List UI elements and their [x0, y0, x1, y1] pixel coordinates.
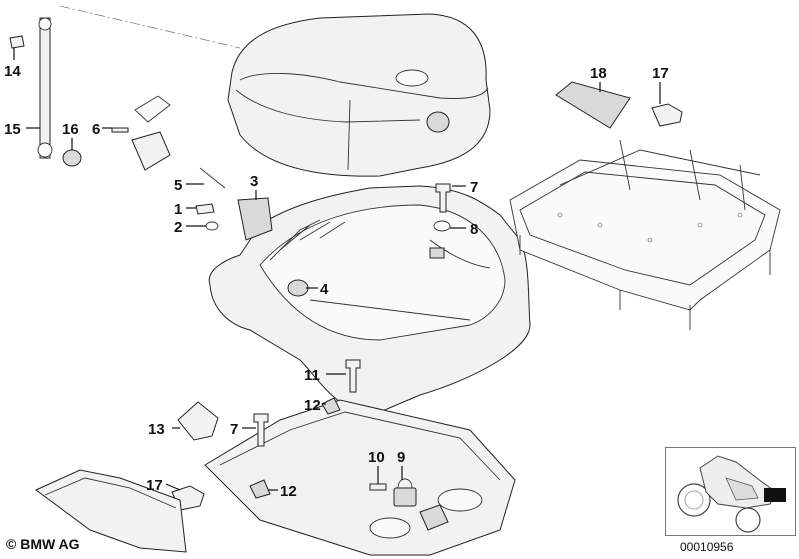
lock-bolt: [195, 203, 215, 215]
washer: [205, 221, 219, 231]
callout-4: 4: [320, 281, 329, 298]
callout-12-upper: 12: [304, 397, 321, 414]
padlock: [393, 478, 417, 507]
bushing: [62, 149, 82, 167]
screw-upper: [435, 183, 451, 213]
cage-nut-lower: [249, 479, 271, 499]
washer-upper: [433, 220, 451, 232]
callout-1: 1: [174, 201, 182, 218]
diagram-number: 00010956: [680, 540, 734, 554]
cover-plate: [555, 81, 631, 129]
screw-lower-right: [345, 359, 361, 393]
lock-bracket: [237, 197, 273, 241]
callout-7-lower: 7: [230, 421, 238, 438]
callout-17-lower: 17: [146, 477, 163, 494]
callout-15: 15: [4, 121, 21, 138]
plug-clip: [177, 401, 219, 441]
copyright-label: © BMW AG: [6, 536, 80, 552]
callout-2: 2: [174, 219, 182, 236]
callout-5: 5: [174, 177, 182, 194]
callout-7-upper: 7: [470, 179, 478, 196]
case-base: [208, 185, 531, 414]
callout-8: 8: [470, 221, 478, 238]
screw-lower-left: [253, 413, 269, 447]
callout-6: 6: [92, 121, 100, 138]
hinge-block: [131, 131, 171, 171]
highlighted-part-marker: [764, 488, 786, 502]
clip-nut-upper: [651, 103, 683, 127]
location-inset: [665, 447, 796, 536]
trim-panel: [35, 469, 187, 553]
callout-12-lower: 12: [280, 483, 297, 500]
top-case-lid: [227, 13, 491, 177]
pin: [9, 35, 25, 49]
motorcycle-icon: [677, 455, 786, 533]
grommet: [287, 279, 309, 297]
callout-3: 3: [250, 173, 258, 190]
leader-17-lower: [165, 483, 181, 491]
hinge-axis-line: [59, 5, 241, 49]
mounting-frame: [509, 139, 781, 330]
support-strap: [37, 17, 53, 159]
lock-rod: [199, 167, 226, 189]
callout-9: 9: [397, 449, 405, 466]
hinge-cover: [134, 95, 171, 123]
cage-nut-upper: [321, 397, 341, 415]
callout-14: 14: [4, 63, 21, 80]
callout-17-upper: 17: [652, 65, 669, 82]
padlock-bolt: [369, 483, 387, 491]
callout-11: 11: [304, 367, 320, 384]
bolt: [111, 127, 129, 133]
bottom-plate: [204, 399, 516, 556]
callout-10: 10: [368, 449, 385, 466]
callout-16: 16: [62, 121, 79, 138]
callout-13: 13: [148, 421, 165, 438]
callout-18: 18: [590, 65, 607, 82]
